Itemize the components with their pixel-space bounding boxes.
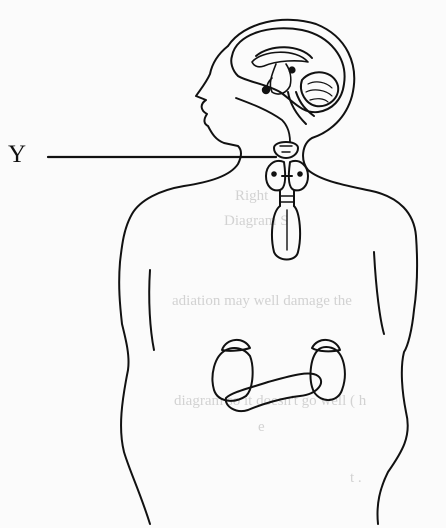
larynx <box>274 142 298 158</box>
cerebellum-folds <box>306 82 332 102</box>
trachea-rings <box>280 196 294 202</box>
thyroid-dot <box>272 172 276 176</box>
pharynx <box>236 98 290 142</box>
label-y: Y <box>8 141 26 169</box>
right-inner-arm <box>374 252 384 334</box>
left-kidney <box>213 348 253 401</box>
right-kidney <box>311 347 345 400</box>
body-outline-right <box>228 20 417 524</box>
brain-interior <box>252 52 308 67</box>
body-outline-left <box>119 46 241 524</box>
trachea <box>280 190 294 206</box>
cerebellum <box>301 72 338 106</box>
pineal-gland <box>289 67 294 72</box>
thyroid-dot <box>298 172 302 176</box>
pancreas <box>226 374 321 412</box>
brain-outline <box>231 28 344 112</box>
thymus <box>272 206 300 260</box>
left-inner-arm <box>149 270 154 350</box>
pituitary-gland <box>263 87 269 93</box>
larynx-detail <box>280 146 292 152</box>
